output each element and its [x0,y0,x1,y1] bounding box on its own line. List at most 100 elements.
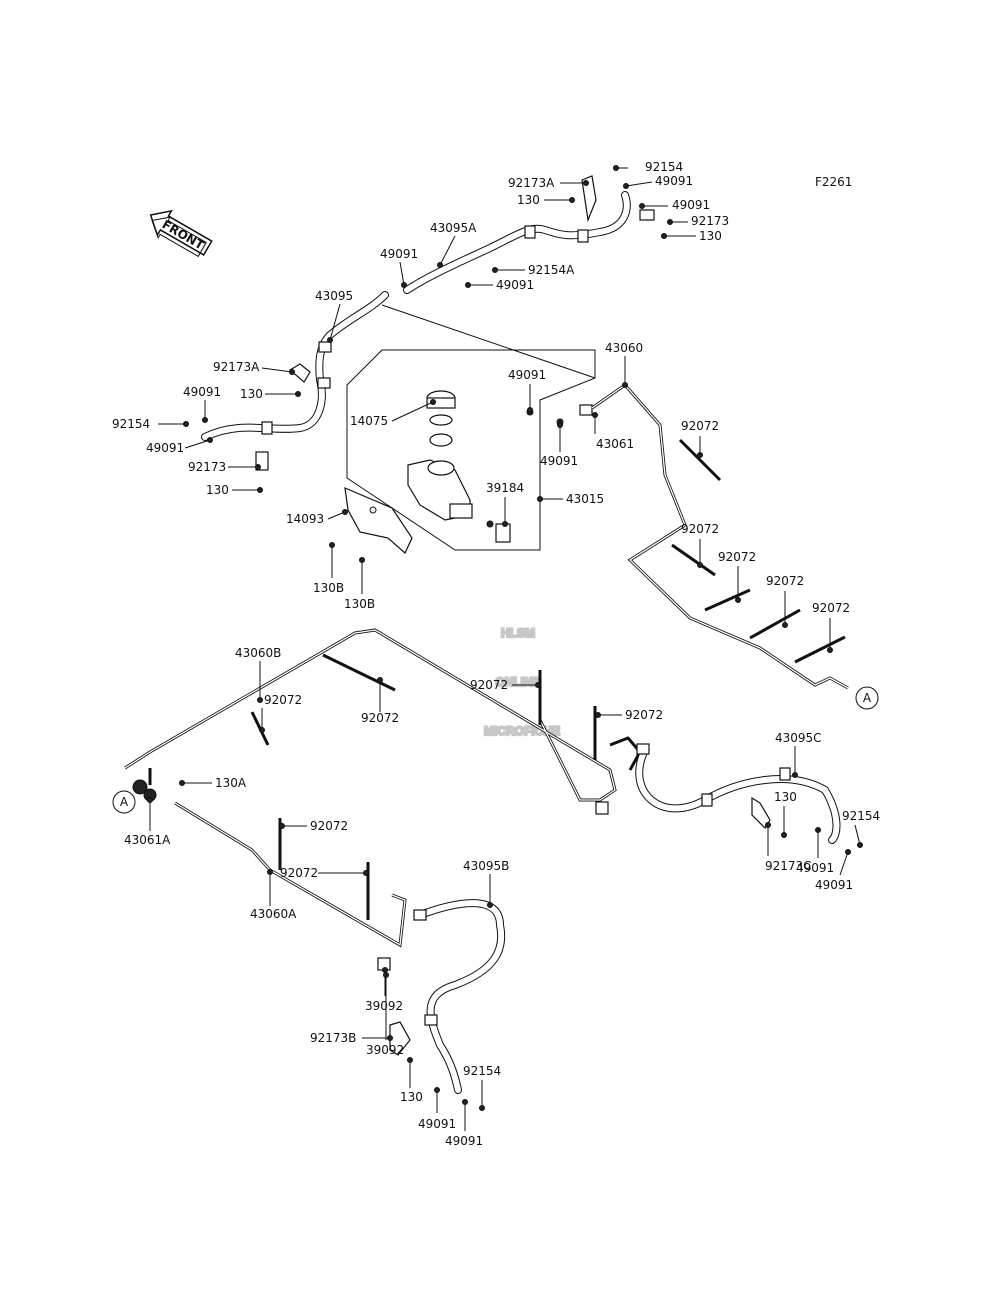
fastener-dot [383,972,389,978]
part-label-49091: 49091 [540,454,578,468]
leader-line [399,261,405,286]
fastener-dot [329,542,335,548]
part-label-14093: 14093 [286,512,324,526]
part-label-130: 130 [699,229,722,243]
fastener-dot [557,422,563,428]
leader-line [381,304,596,379]
fastener-dot [537,496,543,502]
fastener-dot [179,780,185,786]
part-label-92072: 92072 [280,866,318,880]
part-label-43060a: 43060A [250,907,297,921]
fastener-dot [382,967,388,973]
part-label-130: 130 [517,193,540,207]
part-label-92072: 92072 [681,522,719,536]
master-cylinder-group-outline [346,349,596,551]
fastener-dot [735,597,741,603]
part-label-92173b: 92173B [310,1031,356,1045]
fastener-dot [465,282,471,288]
part-label-92072: 92072 [470,678,508,692]
part-label-39092: 39092 [365,999,403,1013]
fastener-dot [639,203,645,209]
fastener-dot [792,772,798,778]
fastener-dot [592,412,598,418]
part-label-14075: 14075 [350,414,388,428]
heat-guard-plate [344,487,413,554]
fastener-dot [667,219,673,225]
cable-ties [250,438,846,920]
part-label-92173a: 92173A [213,360,260,374]
part-label-92173: 92173 [691,214,729,228]
rear-brake-hoses [132,743,841,1094]
fastener-dot [434,1087,440,1093]
part-label-49091: 49091 [672,198,710,212]
leader-line [625,181,653,187]
master-cylinder [344,390,593,554]
part-label-92072: 92072 [766,574,804,588]
fastener-dot [827,647,833,653]
connector-a-left: A [112,790,136,814]
fastener-dot [267,869,273,875]
fastener-dot [845,849,851,855]
watermark-line-2: ONLINE [495,675,540,689]
part-label-130: 130 [240,387,263,401]
fastener-dot [815,827,821,833]
fastener-dot [207,437,213,443]
part-label-92072: 92072 [361,711,399,725]
part-label-39184: 39184 [486,481,524,495]
part-label-92154a: 92154A [528,263,575,277]
part-label-130b: 130B [344,597,375,611]
part-label-43015: 43015 [566,492,604,506]
part-label-92173c: 92173C [765,859,812,873]
part-label-43060: 43060 [605,341,643,355]
part-label-92154: 92154 [463,1064,501,1078]
leader-line [839,851,849,876]
fastener-dot [661,233,667,239]
part-label-92173: 92173 [188,460,226,474]
part-label-92072: 92072 [812,601,850,615]
part-label-92154: 92154 [842,809,880,823]
part-label-49091: 49091 [496,278,534,292]
fastener-dot [623,183,629,189]
leader-line [327,511,346,520]
fastener-dot [479,1105,485,1111]
part-label-49091: 49091 [796,861,834,875]
fastener-dot [401,282,407,288]
fastener-dot [781,832,787,838]
fastener-dot [782,622,788,628]
fastener-dot [765,822,771,828]
front-arrow-icon: FRONT [149,209,213,258]
fastener-dot [492,267,498,273]
part-label-49091: 49091 [146,441,184,455]
leader-line [439,235,456,266]
fastener-dot [259,727,265,733]
watermark-line-3: MICROFICHE [484,724,560,738]
fastener-dot [583,180,589,186]
fastener-dot [569,197,575,203]
fastener-dot [430,399,436,405]
fastener-dot [342,509,348,515]
part-label-43095c: 43095C [775,731,822,745]
fastener-dot [437,262,443,268]
leader-lines [147,165,863,1131]
part-label-43095: 43095 [315,289,353,303]
watermark: HLSM ONLINE MICROFICHE [483,625,561,739]
part-label-92072: 92072 [718,550,756,564]
fastener-dot [202,417,208,423]
part-label-92072: 92072 [681,419,719,433]
part-label-43061a: 43061A [124,833,171,847]
fastener-dot [257,697,263,703]
part-label-49091: 49091 [445,1134,483,1148]
leader-line [854,824,861,846]
fastener-dot [535,682,541,688]
fastener-dot [377,677,383,683]
part-label-130: 130 [206,483,229,497]
fastener-dot [279,823,285,829]
part-label-92154: 92154 [112,417,150,431]
fastener-dot [857,842,863,848]
figure-code: F2261 [815,175,852,189]
fastener-dot [183,421,189,427]
leader-line [261,367,293,373]
fastener-dot [289,369,295,375]
